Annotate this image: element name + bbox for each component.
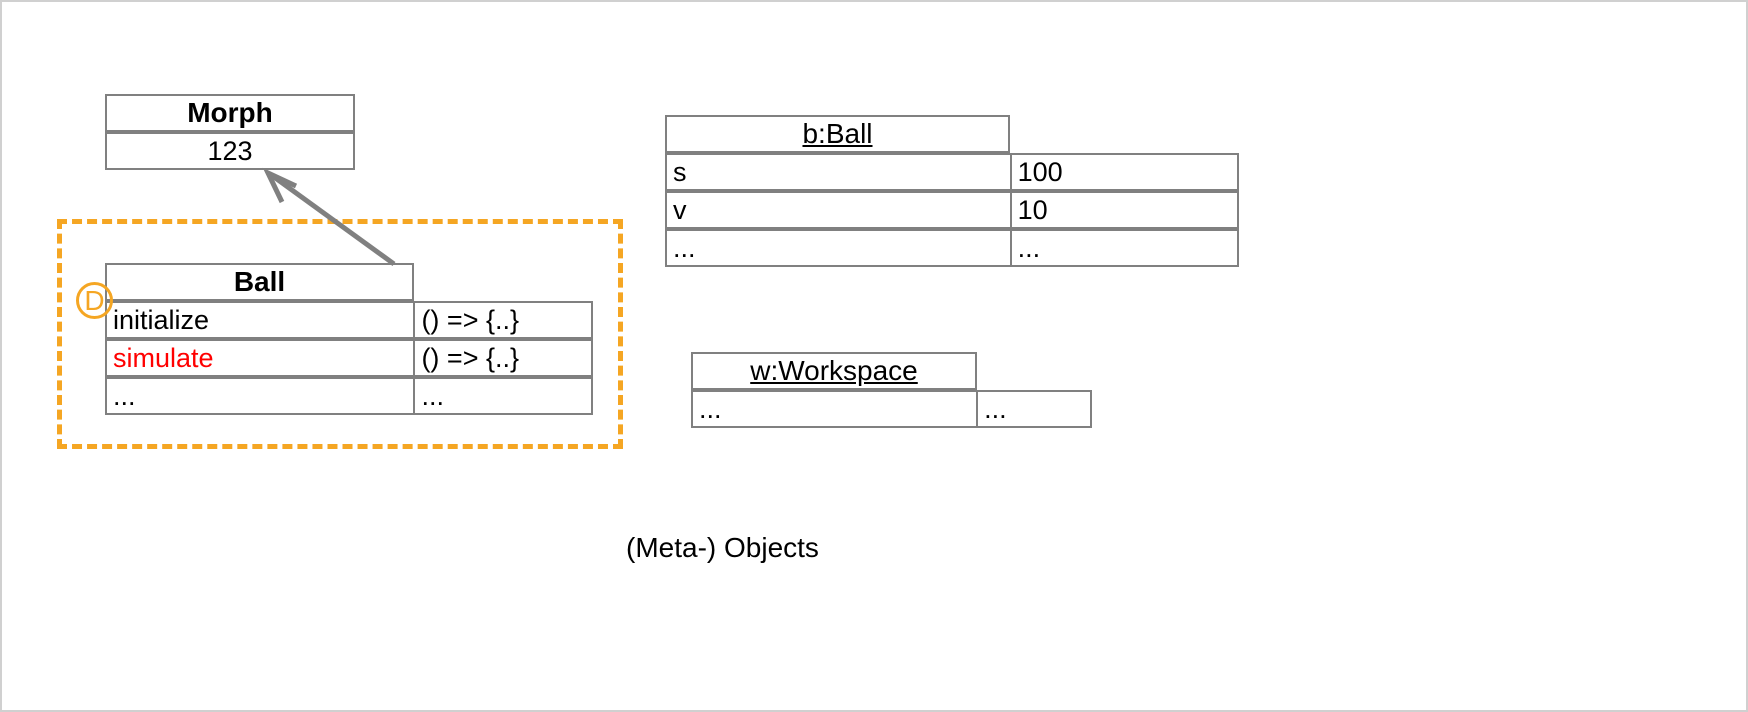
workspace-object-slot-name: ... [699, 393, 722, 424]
ball-object-slot-name: ... [673, 232, 696, 263]
ball-object-slot-row[interactable]: s 100 [665, 153, 1239, 191]
morph-class-title-row: Morph [105, 94, 355, 132]
ball-object-title: b:Ball [802, 118, 873, 149]
diagram-caption: (Meta-) Objects [626, 532, 819, 563]
ball-object-slot-value: ... [1017, 232, 1041, 263]
ball-class-member-value: ... [421, 380, 444, 411]
ball-class-member-row[interactable]: simulate () => {..} [105, 339, 593, 377]
ball-class-member-name: initialize [113, 304, 210, 335]
ball-class-title: Ball [233, 266, 286, 297]
ball-object-slot-value: 100 [1017, 156, 1063, 187]
ball-object-title-row: b:Ball [665, 115, 1010, 153]
ball-class-member-row[interactable]: ... ... [105, 377, 593, 415]
workspace-object-title: w:Workspace [750, 355, 918, 386]
ball-object-slot-value: 10 [1017, 194, 1048, 225]
workspace-object-title-row: w:Workspace [691, 352, 977, 390]
ball-class-member-value: () => {..} [421, 342, 519, 373]
ball-class-member-name: simulate [113, 342, 214, 373]
ball-class-member-value: () => {..} [421, 304, 519, 335]
inheritance-arrow-head-icon [262, 167, 298, 204]
ball-object-slot-row[interactable]: ... ... [665, 229, 1239, 267]
workspace-object-slot-row[interactable]: ... ... [691, 390, 1092, 428]
ball-object-slot-row[interactable]: v 10 [665, 191, 1239, 229]
morph-class-value-row: 123 [105, 132, 355, 170]
dynamic-marker-badge-label: D [84, 284, 105, 316]
ball-object-slot-name: s [673, 156, 687, 187]
morph-class-value: 123 [207, 135, 253, 166]
ball-class-title-row: Ball [105, 263, 414, 301]
ball-class-member-name: ... [113, 380, 136, 411]
dynamic-marker-badge[interactable]: D [76, 282, 113, 319]
ball-object-slot-name: v [673, 194, 687, 225]
ball-class-member-row[interactable]: initialize () => {..} [105, 301, 593, 339]
morph-class-title: Morph [187, 97, 273, 128]
workspace-object-slot-value: ... [984, 393, 1007, 424]
